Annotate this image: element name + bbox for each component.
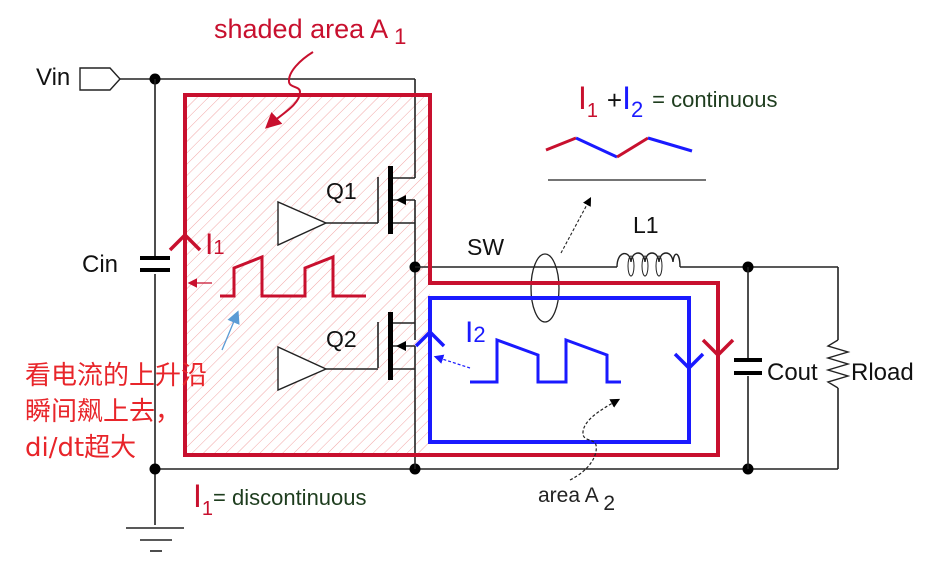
q2-gate-driver (277, 345, 378, 392)
area-a2-label: area A 2 (538, 484, 616, 515)
cout-capacitor (734, 358, 762, 362)
i2-label: I2 (465, 316, 486, 349)
cout-label: Cout (767, 359, 818, 386)
i1-direction-arrow-down (701, 338, 735, 358)
q1-gate-driver (277, 200, 378, 247)
i2-direction-arrow-up (414, 329, 446, 348)
sum-waveform (545, 136, 706, 181)
note-pointer-arrow (221, 310, 240, 351)
cin-capacitor (140, 256, 170, 260)
i1-label: I1 (205, 228, 225, 261)
ground-symbol (126, 527, 184, 552)
current-probe-ellipse (530, 253, 560, 323)
loop-i2 (428, 296, 691, 444)
l1-label: L1 (633, 212, 659, 238)
vin-label: Vin (36, 64, 71, 91)
cin-label: Cin (82, 251, 119, 278)
probe-pointer-arrow (560, 197, 592, 254)
shaded-area-a1-label: shaded area A 1 (214, 14, 407, 49)
q2-label: Q2 (326, 326, 357, 352)
q1-label: Q1 (326, 178, 357, 204)
i2-direction-arrow-down (673, 352, 705, 371)
sum-equation: I1 +I2 = continuous (578, 80, 778, 122)
inductor-l1 (616, 252, 681, 277)
vin-port (79, 67, 121, 91)
rload-label: Rload (851, 359, 914, 386)
chinese-annotation: 看电流的上升沿 瞬间飙上去， di/dt超大 (25, 361, 208, 463)
i1-waveform (220, 254, 366, 298)
i1-equation: I1= discontinuous (193, 478, 367, 520)
loop-i1 (183, 93, 720, 457)
a2-pointer-arrow (569, 398, 621, 481)
i1-direction-arrow-up (168, 232, 202, 252)
a1-pointer-arrow (265, 51, 314, 129)
junction-gnd-left (149, 463, 161, 475)
sw-label: SW (467, 234, 505, 260)
i2-pointer (433, 354, 471, 369)
q2-mosfet (377, 312, 416, 469)
shaded-area-a1 (185, 95, 430, 455)
rload-resistor (825, 267, 851, 469)
i2-waveform (470, 337, 621, 384)
